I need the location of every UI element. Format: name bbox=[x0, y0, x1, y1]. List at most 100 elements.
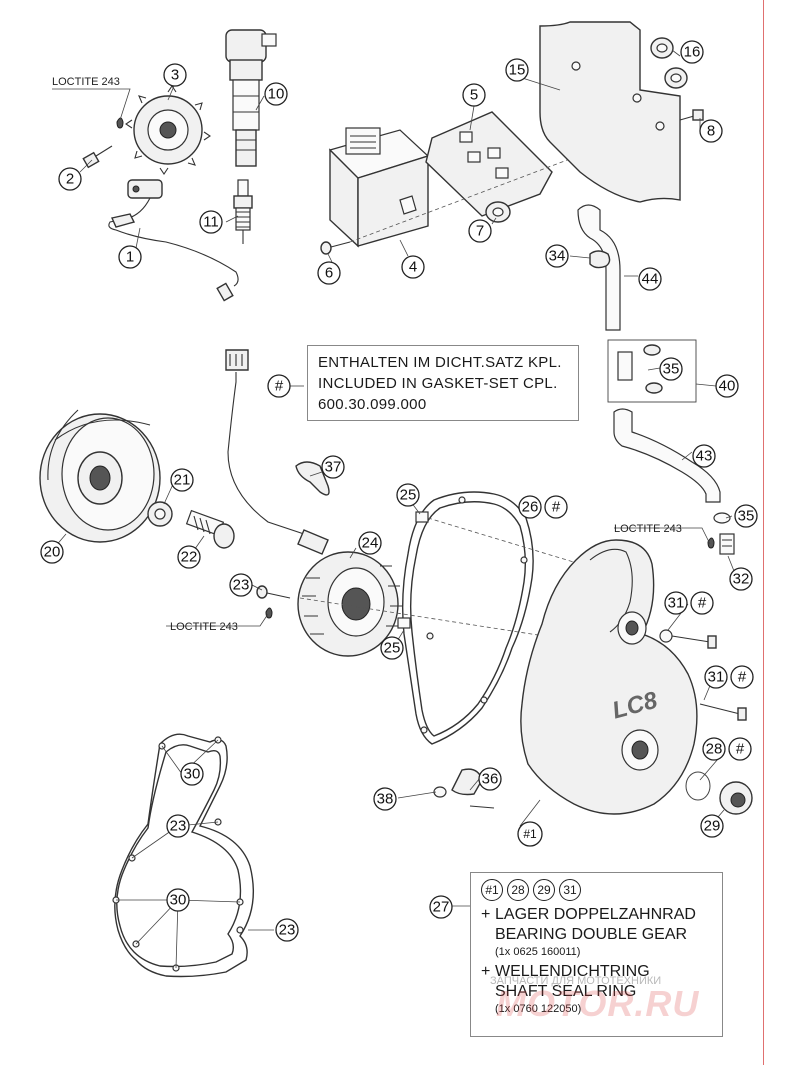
svg-text:#: # bbox=[736, 741, 745, 758]
callout-35a: 35 bbox=[659, 357, 683, 381]
svg-text:31: 31 bbox=[668, 595, 685, 612]
svg-text:21: 21 bbox=[174, 472, 191, 489]
callout-43: 43 bbox=[692, 444, 716, 468]
svg-text:10: 10 bbox=[268, 86, 285, 103]
kit-item-2-de: +WELLENDICHTRING bbox=[481, 963, 650, 980]
callout-5: 5 bbox=[462, 83, 486, 107]
callout-25b: 25 bbox=[380, 636, 404, 660]
svg-text:#: # bbox=[552, 499, 561, 516]
svg-text:30: 30 bbox=[170, 892, 187, 909]
svg-text:24: 24 bbox=[362, 535, 379, 552]
bracket-5 bbox=[425, 111, 553, 217]
spark-plug bbox=[233, 179, 253, 244]
callout-15: 15 bbox=[505, 58, 529, 82]
kit-item-1-pn: (1x 0625 160011) bbox=[495, 946, 581, 958]
trigger-wheel bbox=[125, 85, 211, 175]
crank-sensor bbox=[108, 179, 239, 302]
callout-hash-info: # bbox=[267, 374, 291, 398]
callout-31: 32 bbox=[729, 567, 753, 591]
watermark-logo: MOTOR.RU bbox=[496, 983, 700, 1024]
svg-text:2: 2 bbox=[66, 171, 74, 188]
callout-26-hash: # bbox=[544, 495, 568, 519]
clamp-34 bbox=[589, 250, 611, 269]
assembly-line-stator bbox=[299, 597, 571, 641]
bolt-23 bbox=[256, 585, 291, 599]
svg-text:32: 32 bbox=[733, 571, 750, 588]
kit-ref: #1 bbox=[481, 879, 503, 901]
svg-text:#: # bbox=[698, 595, 707, 612]
svg-text:#: # bbox=[275, 378, 284, 395]
ignition-coil bbox=[225, 29, 277, 167]
ignition-cover: LC8 bbox=[520, 539, 698, 815]
callout-hash1: #1 bbox=[517, 821, 543, 847]
svg-text:29: 29 bbox=[704, 818, 721, 835]
grommet-16 bbox=[650, 37, 688, 89]
callout-1: 1 bbox=[118, 245, 142, 269]
washer-21 bbox=[147, 501, 173, 527]
callout-30a: 31 bbox=[664, 591, 688, 615]
bolt-22 bbox=[185, 509, 235, 549]
svg-text:#: # bbox=[738, 669, 747, 686]
gasket-set-info-box: ENTHALTEN IM DICHT.SATZ KPL. INCLUDED IN… bbox=[307, 345, 579, 421]
kit-item-1-en: BEARING DOUBLE GEAR bbox=[495, 926, 688, 943]
callout-35b: 35 bbox=[734, 504, 758, 528]
callout-10: 10 bbox=[264, 82, 288, 106]
callout-28: 28 bbox=[702, 737, 726, 761]
svg-text:22: 22 bbox=[181, 549, 198, 566]
svg-text:25: 25 bbox=[400, 487, 417, 504]
callout-7: 7 bbox=[468, 219, 492, 243]
callout-3: 3 bbox=[163, 63, 187, 87]
kit-item-2-pn: (1x 0760 122050) bbox=[495, 1003, 582, 1015]
callout-40: 40 bbox=[715, 374, 739, 398]
svg-text:5: 5 bbox=[470, 87, 478, 104]
hose-43 bbox=[613, 408, 721, 503]
callout-16: 16 bbox=[680, 40, 704, 64]
kit-item-2-en: SHAFT SEAL RING bbox=[495, 983, 637, 1000]
svg-text:#1: #1 bbox=[523, 827, 537, 841]
svg-text:43: 43 bbox=[696, 448, 713, 465]
kit-ref: 29 bbox=[533, 879, 555, 901]
callout-28-hash: # bbox=[728, 737, 752, 761]
svg-text:26: 26 bbox=[522, 499, 539, 516]
info-line-en: INCLUDED IN GASKET-SET CPL. bbox=[318, 375, 558, 392]
svg-text:23: 23 bbox=[279, 922, 296, 939]
callout-37: 38 bbox=[373, 787, 397, 811]
callout-38: 37 bbox=[321, 455, 345, 479]
plate-15 bbox=[539, 21, 681, 203]
svg-text:35: 35 bbox=[663, 361, 680, 378]
callout-21: 21 bbox=[170, 468, 194, 492]
bolt-8 bbox=[679, 109, 704, 121]
callout-30b-hash: # bbox=[730, 665, 754, 689]
svg-text:28: 28 bbox=[706, 741, 723, 758]
loctite-label-1: LOCTITE 243 bbox=[52, 76, 120, 88]
margin-line bbox=[763, 0, 764, 1065]
bolt-30b bbox=[699, 703, 747, 721]
svg-text:25: 25 bbox=[384, 640, 401, 657]
callout-29: 29 bbox=[700, 814, 724, 838]
svg-text:36: 36 bbox=[482, 771, 499, 788]
svg-text:16: 16 bbox=[684, 44, 701, 61]
svg-text:27: 27 bbox=[433, 899, 450, 916]
svg-text:3: 3 bbox=[171, 67, 179, 84]
callout-8: 8 bbox=[699, 119, 723, 143]
watermark-text: ЗАПЧАСТИ ДЛЯ МОТОТЕХНИКИ bbox=[490, 975, 662, 987]
svg-text:8: 8 bbox=[707, 123, 715, 140]
callout-30a-hash: # bbox=[690, 591, 714, 615]
callout-2: 2 bbox=[58, 167, 82, 191]
svg-text:23: 23 bbox=[233, 577, 250, 594]
callout-22: 22 bbox=[177, 545, 201, 569]
ecu bbox=[328, 127, 430, 248]
svg-text:15: 15 bbox=[509, 62, 526, 79]
loctite-drop-2 bbox=[265, 607, 273, 619]
grommet-38 bbox=[295, 461, 330, 496]
callout-26: 26 bbox=[518, 495, 542, 519]
svg-text:31: 31 bbox=[708, 669, 725, 686]
kit-refs: #1 28 29 31 bbox=[481, 879, 712, 901]
callout-32a: 30 bbox=[180, 762, 204, 786]
callout-23a: 23 bbox=[229, 573, 253, 597]
grommet-7 bbox=[485, 201, 511, 223]
svg-text:40: 40 bbox=[719, 378, 736, 395]
svg-text:34: 34 bbox=[549, 248, 566, 265]
kit-contents-box: #1 28 29 31 +LAGER DOPPELZAHNRAD BEARING… bbox=[470, 872, 723, 1037]
